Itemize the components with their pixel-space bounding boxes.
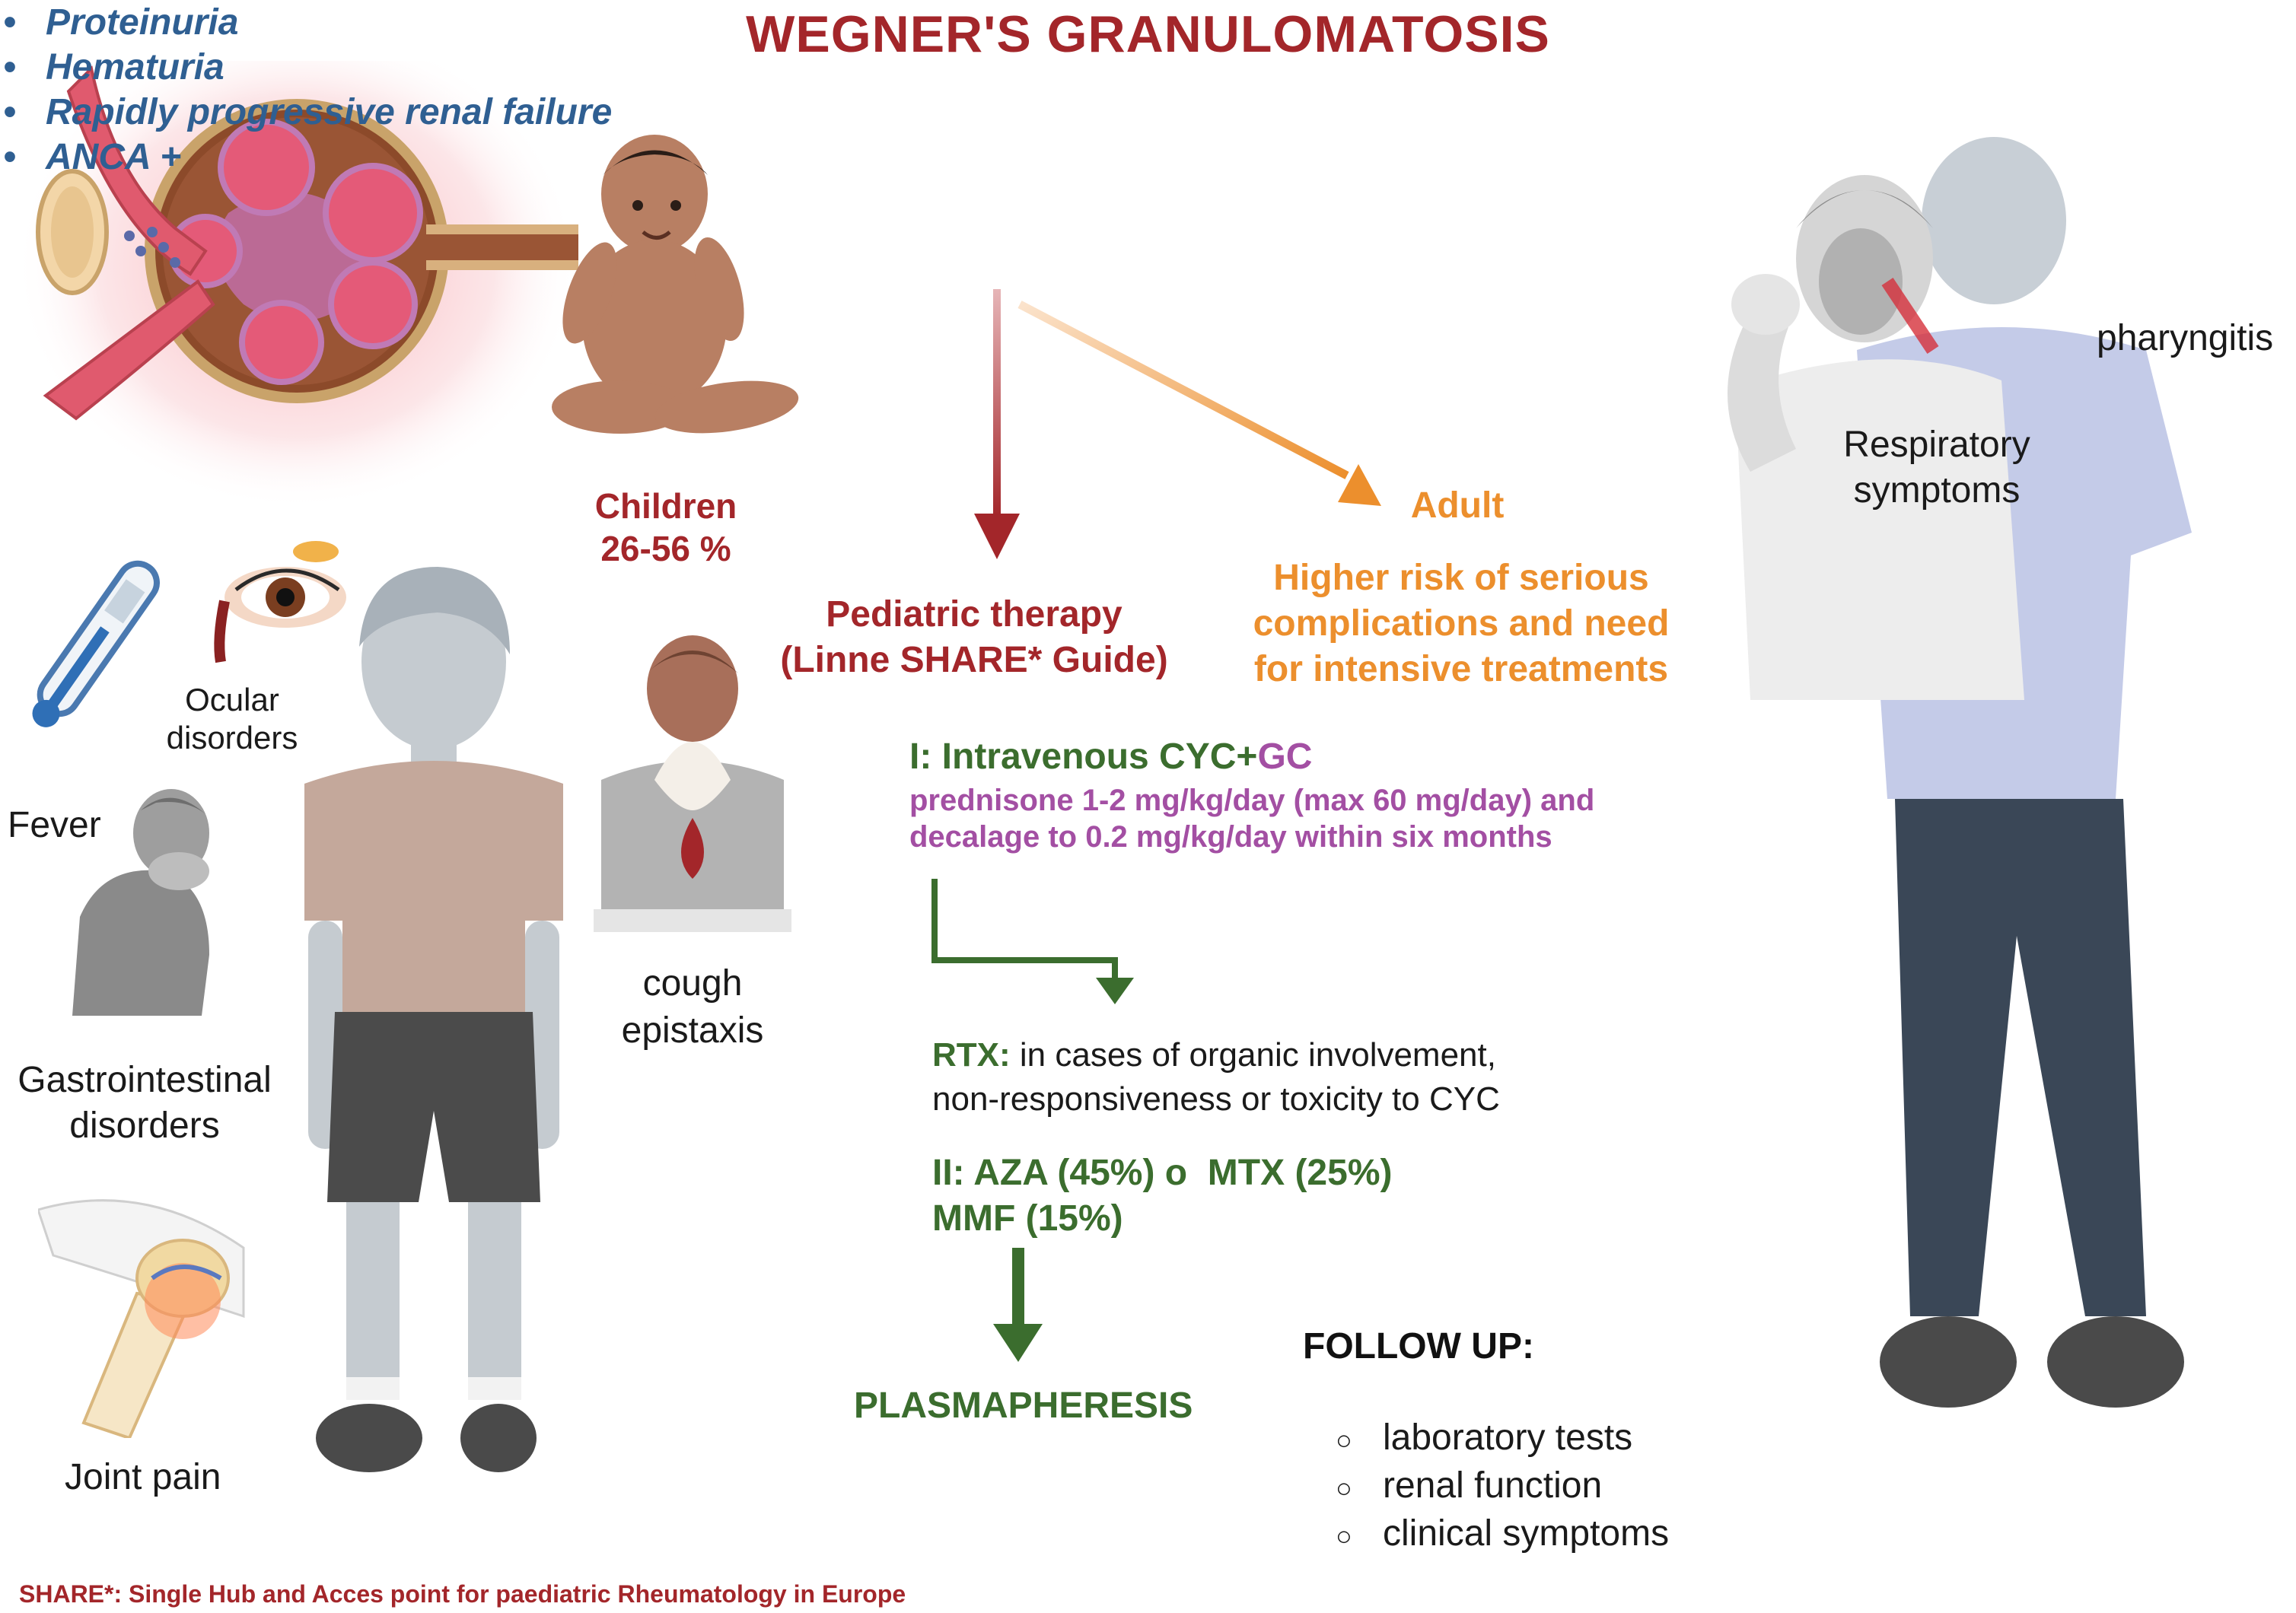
list-item: •Rapidly progressive renal failure: [3, 92, 613, 132]
arrow-to-plasmapheresis: [1012, 1248, 1024, 1328]
list-item: •ANCA +: [3, 137, 182, 177]
ocular-disorders-label: Ocular disorders: [166, 682, 298, 756]
list-item: •Hematuria: [3, 47, 225, 87]
renal-symptom-list: •Proteinuria •Hematuria •Rapidly progres…: [0, 0, 2296, 180]
list-item: •Proteinuria: [3, 2, 239, 43]
respiratory-symptoms-label: Respiratory symptoms: [1843, 425, 2030, 511]
footnote: SHARE*: Single Hub and Acces point for p…: [19, 1580, 906, 1608]
thermometer-icon: [32, 560, 160, 727]
eye-icon: [214, 541, 346, 663]
prednisone-dosage: prednisone 1-2 mg/kg/day (max 60 mg/day)…: [909, 784, 1595, 854]
arrow-to-pediatric: [993, 289, 1001, 517]
children-label: Children 26-56 %: [594, 486, 737, 568]
follow-up-list: ○laboratory tests ○renal function ○clini…: [1336, 1415, 1669, 1559]
follow-up-heading: FOLLOW UP:: [1303, 1326, 1534, 1366]
cough-epistaxis-label: cough epistaxis: [621, 963, 764, 1051]
adult-risk-text: Higher risk of serious complications and…: [1253, 558, 1670, 689]
pediatric-therapy-label: Pediatric therapy (Linne SHARE* Guide): [780, 594, 1168, 680]
nausea-person-illustration: [72, 789, 209, 1016]
pharyngitis-label: pharyngitis: [2097, 318, 2274, 358]
arrow-to-rtx: [931, 879, 1118, 981]
plasmapheresis-label: PLASMAPHERESIS: [854, 1386, 1193, 1426]
gastrointestinal-disorders-label: Gastrointestinal disorders: [18, 1060, 272, 1146]
baby-illustration: [552, 135, 799, 434]
therapy-step-1: I: Intravenous CYC+GC: [909, 737, 1313, 777]
list-item: ○renal function: [1336, 1465, 1603, 1506]
child-illustration: [304, 567, 563, 1472]
kidney-glomerulus-illustration: [15, 61, 578, 510]
epistaxis-person-illustration: [594, 635, 791, 932]
joint-pain-label: Joint pain: [65, 1457, 221, 1497]
fever-label: Fever: [8, 805, 101, 845]
arrow-to-adult: [1017, 301, 1349, 479]
rtx-text: RTX: in cases of organic involvement, no…: [932, 1036, 1500, 1118]
knee-joint-illustration: [38, 1199, 245, 1438]
diagram-title: WEGNER'S GRANULOMATOSIS: [746, 5, 1550, 63]
list-item: ○clinical symptoms: [1336, 1513, 1670, 1554]
list-item: ○laboratory tests: [1336, 1417, 1633, 1458]
adult-label: Adult: [1410, 485, 1505, 526]
adult-illustration: [1728, 137, 2192, 1408]
therapy-step-2: II: AZA (45%) o MTX (25%) MMF (15%): [932, 1153, 1393, 1239]
